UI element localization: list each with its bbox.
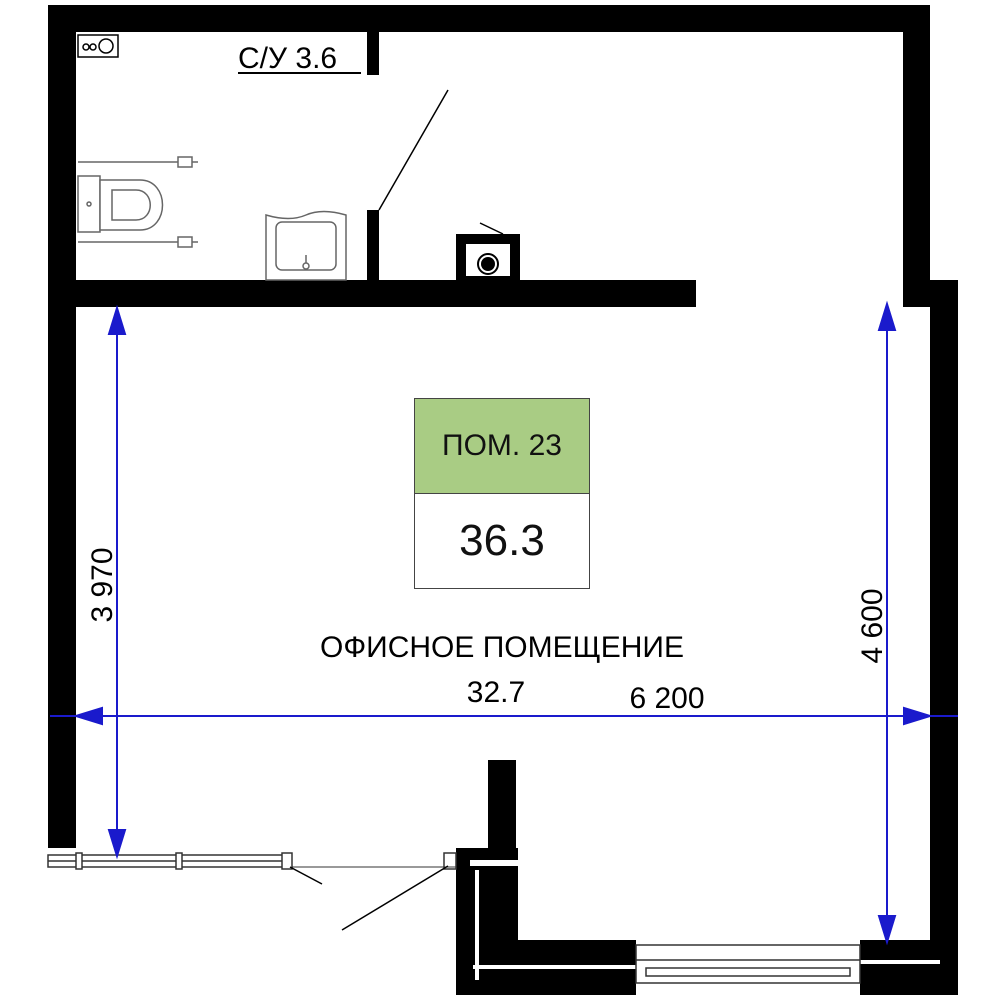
ventilation-shaft-icon <box>466 222 510 276</box>
window-icon <box>47 852 861 984</box>
door-icon <box>378 89 449 211</box>
dimension-lines <box>50 300 958 946</box>
sink-icon <box>265 210 347 281</box>
wall-voids <box>470 860 940 980</box>
dimension-right-height: 4 600 <box>856 588 889 663</box>
door-icon <box>289 865 449 931</box>
office-name: ОФИСНОЕ ПОМЕЩЕНИЕ <box>320 631 684 664</box>
room-tag-name: ПОМ. 23 <box>442 429 562 462</box>
bathroom-label: С/У 3.6 <box>238 42 337 75</box>
dimension-width: 6 200 <box>629 682 704 715</box>
stove-icon <box>77 34 119 58</box>
room-tag-header: ПОМ. 23 <box>414 398 590 494</box>
office-area: 32.7 <box>467 676 525 709</box>
dimension-left-height: 3 970 <box>86 547 119 622</box>
walls <box>48 5 958 995</box>
room-tag-area: 36.3 <box>459 516 545 565</box>
toilet-icon <box>77 156 198 248</box>
room-tag-area-box: 36.3 <box>414 493 590 589</box>
